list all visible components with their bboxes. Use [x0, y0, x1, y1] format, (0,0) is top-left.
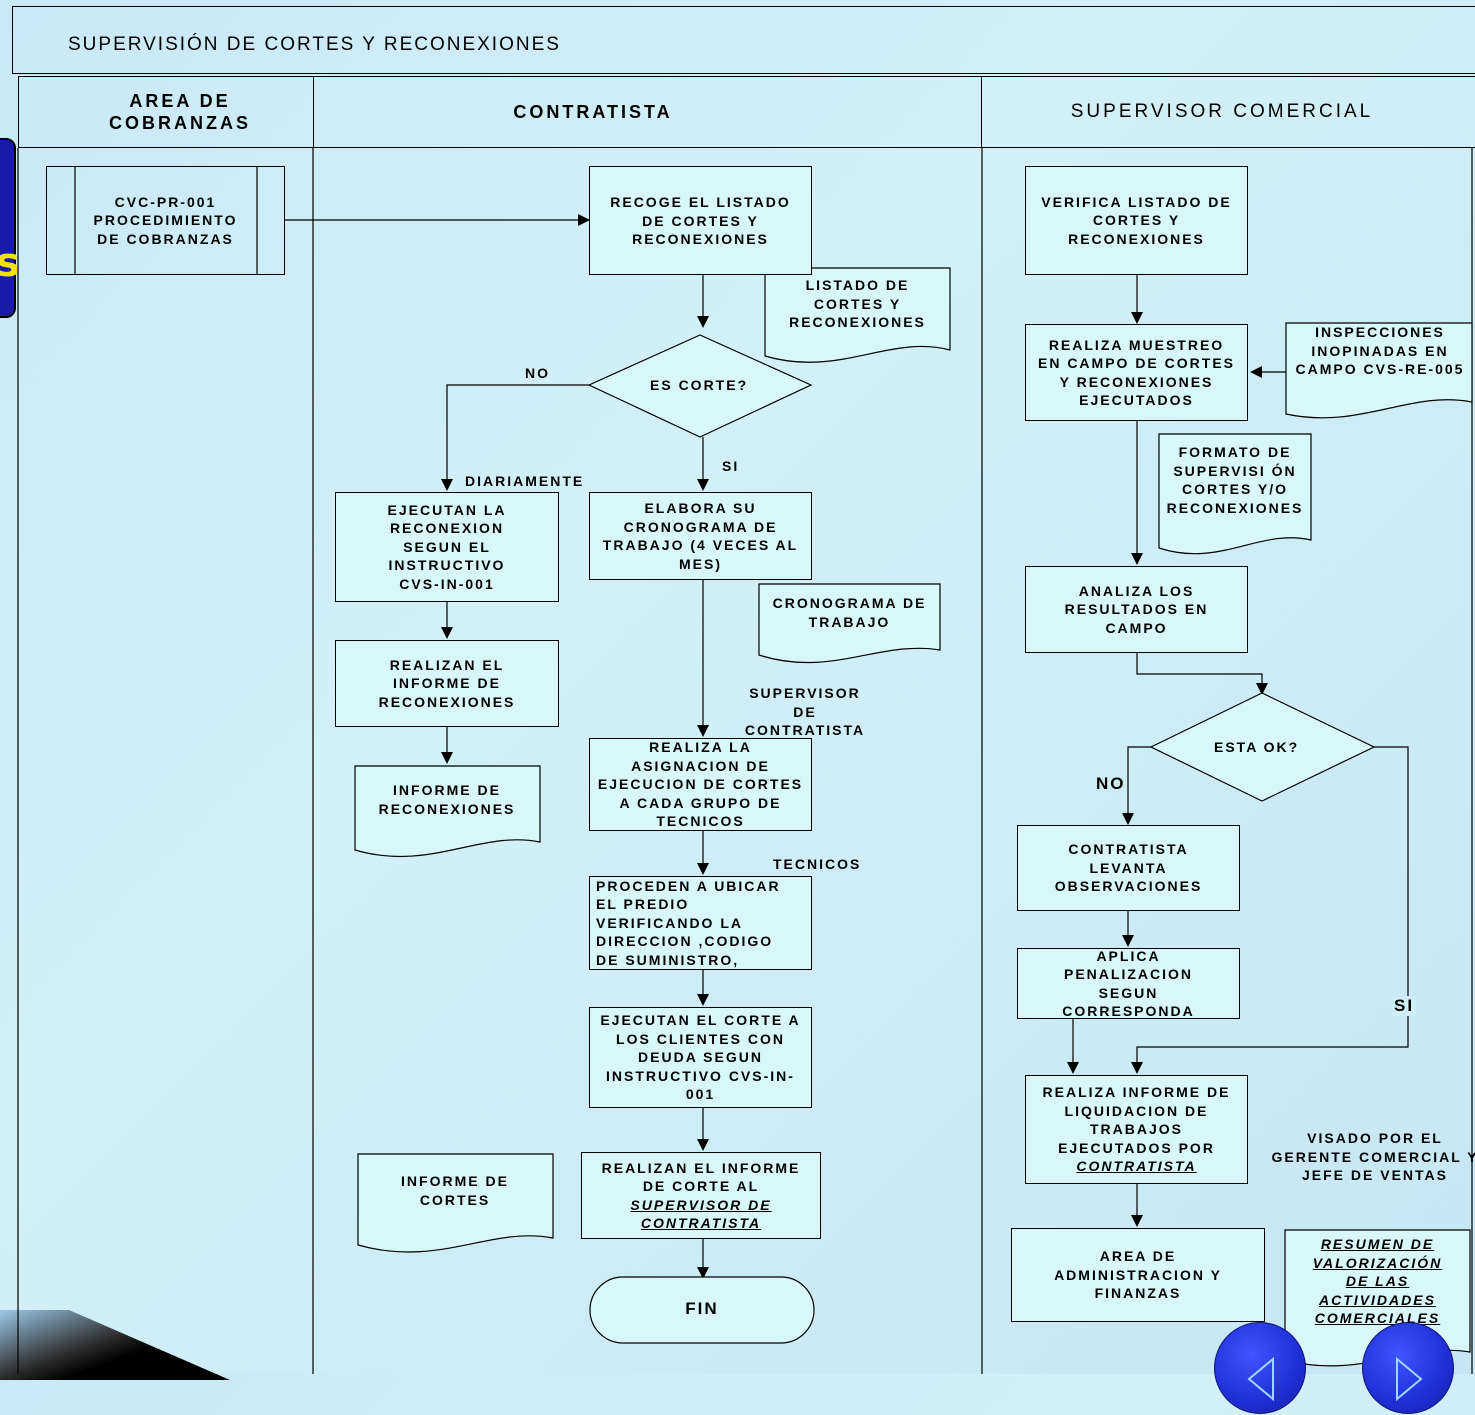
resumen-valorizacion-doc-label: RESUMEN DE VALORIZACIÓN DE LAS ACTIVIDAD…	[1312, 1236, 1443, 1326]
levanta-observaciones-label: CONTRATISTA LEVANTA OBSERVACIONES	[1054, 841, 1203, 895]
contratista-link: CONTRATISTA	[1076, 1158, 1197, 1175]
realizan-informe-reconexiones-box: REALIZAN EL INFORME DE RECONEXIONES	[335, 640, 559, 727]
es-corte-label: ES CORTE?	[650, 377, 749, 393]
inspecciones-doc: INSPECCIONES INOPINADAS EN CAMPO CVS-RE-…	[1290, 323, 1470, 379]
verifica-listado-label: VERIFICA LISTADO DE CORTES Y RECONEXIONE…	[1041, 193, 1232, 247]
left-decor-badge	[0, 138, 16, 318]
realizan-informe-corte-box: REALIZAN EL INFORME DE CORTE AL SUPERVIS…	[581, 1152, 821, 1239]
no-label-ok: NO	[1096, 774, 1126, 793]
si-label-corte: SI	[722, 458, 740, 474]
ejecutan-corte-label: EJECUTAN EL CORTE A LOS CLIENTES CON DEU…	[600, 1012, 801, 1103]
asignacion-label: REALIZA LA ASIGNACION DE EJECUCION DE CO…	[597, 739, 804, 830]
listado-doc: LISTADO DE CORTES Y RECONEXIONES	[770, 276, 945, 332]
supervisor-contratista-label: SUPERVISOR DE CONTRATISTA	[735, 684, 875, 740]
nav-back-button[interactable]	[1214, 1322, 1306, 1414]
inspecciones-doc-label: INSPECCIONES INOPINADAS EN CAMPO CVS-RE-…	[1295, 324, 1465, 377]
analiza-resultados-box: ANALIZA LOS RESULTADOS EN CAMPO	[1025, 566, 1248, 653]
analiza-resultados-label: ANALIZA LOS RESULTADOS EN CAMPO	[1064, 582, 1209, 636]
lane-header-supervisor	[981, 76, 1475, 148]
cobranzas-procedure-label: CVC-PR-001 PROCEDIMIENTO DE COBRANZAS	[93, 193, 238, 247]
page-title: SUPERVISIÓN DE CORTES Y RECONEXIONES	[68, 34, 561, 55]
fin-terminator-label: FIN	[685, 1299, 719, 1318]
diariamente-label: DIARIAMENTE	[465, 473, 585, 489]
elabora-cronograma-label: ELABORA SU CRONOGRAMA DE TRABAJO (4 VECE…	[602, 500, 799, 572]
informe-liquidacion-box: REALIZA INFORME DE LIQUIDACION DE TRABAJ…	[1025, 1075, 1248, 1184]
verifica-listado-box: VERIFICA LISTADO DE CORTES Y RECONEXIONE…	[1025, 166, 1248, 275]
proceden-ubicar-label: PROCEDEN A UBICAR EL PREDIO VERIFICANDO …	[596, 877, 781, 968]
ejecutan-corte-box: EJECUTAN EL CORTE A LOS CLIENTES CON DEU…	[589, 1007, 812, 1108]
listado-doc-label: LISTADO DE CORTES Y RECONEXIONES	[789, 277, 926, 330]
cronograma-doc-label: CRONOGRAMA DE TRABAJO	[772, 595, 927, 630]
informe-cortes-doc-label: INFORME DE CORTES	[401, 1173, 509, 1208]
informe-reconexiones-doc: INFORME DE RECONEXIONES	[358, 781, 536, 818]
supervisor-contratista-link: SUPERVISOR DE CONTRATISTA	[630, 1196, 772, 1232]
nav-back-icon	[1247, 1356, 1274, 1402]
title-bar	[12, 6, 1475, 74]
aplica-penalizacion-label: APLICA PENALIZACION SEGUN CORRESPONDA	[1062, 947, 1195, 1020]
lane-title-supervisor: SUPERVISOR COMERCIAL	[1070, 101, 1374, 122]
tecnicos-label: TECNICOS	[773, 856, 862, 872]
cobranzas-procedure-box: CVC-PR-001 PROCEDIMIENTO DE COBRANZAS	[46, 166, 285, 275]
formato-supervision-doc: FORMATO DE SUPERVISI ÓN CORTES Y/O RECON…	[1160, 443, 1310, 517]
elabora-cronograma-box: ELABORA SU CRONOGRAMA DE TRABAJO (4 VECE…	[589, 492, 812, 580]
muestreo-box: REALIZA MUESTREO EN CAMPO DE CORTES Y RE…	[1025, 324, 1248, 421]
ejecutan-reconexion-label: EJECUTAN LA RECONEXION SEGUN EL INSTRUCT…	[387, 501, 507, 592]
realizan-informe-reconexiones-label: REALIZAN EL INFORME DE RECONEXIONES	[378, 656, 516, 710]
levanta-observaciones-box: CONTRATISTA LEVANTA OBSERVACIONES	[1017, 825, 1240, 911]
visado-label: VISADO POR EL GERENTE COMERCIAL Y JEFE D…	[1270, 1129, 1475, 1185]
recoge-listado-box: RECOGE EL LISTADO DE CORTES Y RECONEXION…	[589, 166, 812, 275]
aplica-penalizacion-box: APLICA PENALIZACION SEGUN CORRESPONDA	[1017, 948, 1240, 1019]
admin-finanzas-label: AREA DE ADMINISTRACION Y FINANZAS	[1054, 1248, 1222, 1302]
nav-forward-icon	[1396, 1356, 1423, 1402]
lane-title-cobranzas: AREA DE COBRANZAS	[109, 91, 251, 133]
resumen-valorizacion-doc: RESUMEN DE VALORIZACIÓN DE LAS ACTIVIDAD…	[1290, 1235, 1465, 1328]
formato-supervision-doc-label: FORMATO DE SUPERVISI ÓN CORTES Y/O RECON…	[1166, 444, 1304, 516]
recoge-listado-label: RECOGE EL LISTADO DE CORTES Y RECONEXION…	[610, 194, 791, 247]
proceden-ubicar-box: PROCEDEN A UBICAR EL PREDIO VERIFICANDO …	[589, 876, 812, 970]
realizan-informe-corte-label: REALIZAN EL INFORME DE CORTE AL	[601, 1159, 801, 1195]
asignacion-box: REALIZA LA ASIGNACION DE EJECUCION DE CO…	[589, 738, 812, 831]
esta-ok-label: ESTA OK?	[1214, 739, 1300, 755]
no-label-corte: NO	[525, 365, 550, 381]
flow-connectors	[17, 148, 1473, 1374]
visado-text: VISADO POR EL GERENTE COMERCIAL Y JEFE D…	[1271, 1130, 1475, 1183]
admin-finanzas-box: AREA DE ADMINISTRACION Y FINANZAS	[1011, 1228, 1265, 1322]
informe-liquidacion-label: REALIZA INFORME DE LIQUIDACION DE TRABAJ…	[1042, 1084, 1231, 1156]
informe-cortes-doc: INFORME DE CORTES	[370, 1172, 540, 1209]
si-label-ok: SI	[1392, 996, 1417, 1016]
ejecutan-reconexion-box: EJECUTAN LA RECONEXION SEGUN EL INSTRUCT…	[335, 492, 559, 602]
supervisor-contratista-text: SUPERVISOR DE CONTRATISTA	[744, 685, 866, 738]
lane-title-contratista: CONTRATISTA	[513, 102, 673, 122]
cronograma-doc: CRONOGRAMA DE TRABAJO	[762, 594, 937, 631]
left-decor-letter: s	[0, 240, 20, 286]
nav-forward-button[interactable]	[1362, 1322, 1454, 1414]
informe-reconexiones-doc-label: INFORME DE RECONEXIONES	[378, 782, 516, 817]
muestreo-label: REALIZA MUESTREO EN CAMPO DE CORTES Y RE…	[1037, 336, 1235, 409]
